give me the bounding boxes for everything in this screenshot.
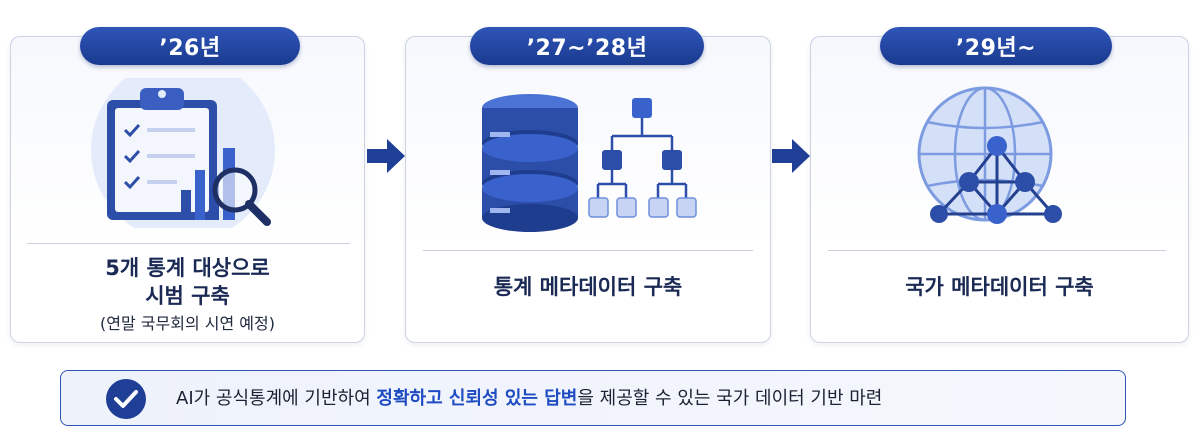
arrow-right-icon [367, 139, 405, 173]
summary-text-before: AI가 공식통계에 기반하여 [176, 388, 377, 409]
arrow-right-icon [772, 139, 810, 173]
database-hierarchy-icon [482, 94, 697, 232]
summary-text: AI가 공식통계에 기반하여 정확하고 신뢰성 있는 답변을 제공할 수 있는 … [176, 386, 882, 412]
period-badge-2027-2028: ’27~’28년 [470, 27, 704, 65]
summary-banner [60, 370, 1126, 426]
stage-card-2027-2028 [405, 36, 771, 343]
clipboard-chart-magnifier-icon [91, 78, 275, 228]
globe-network-icon [917, 86, 1062, 224]
stage-title: 국가 메타데이터 구축 [905, 275, 1094, 299]
stage-note: (연말 국무회의 시연 예정) [100, 314, 275, 333]
summary-text-after: 을 제공할 수 있는 국가 데이터 기반 마련 [577, 388, 883, 409]
period-badge-2029: ’29년~ [880, 27, 1112, 65]
period-badge-2026: ’26년 [80, 27, 300, 65]
stage-title-line2: 시범 구축 [145, 284, 230, 308]
divider [27, 243, 350, 244]
divider [423, 250, 753, 251]
summary-text-highlight: 정확하고 신뢰성 있는 답변 [376, 388, 578, 409]
stage-title: 통계 메타데이터 구축 [493, 275, 683, 299]
check-circle-icon [106, 379, 146, 419]
stage-title-line1: 5개 통계 대상으로 [105, 256, 270, 280]
divider [828, 250, 1166, 251]
